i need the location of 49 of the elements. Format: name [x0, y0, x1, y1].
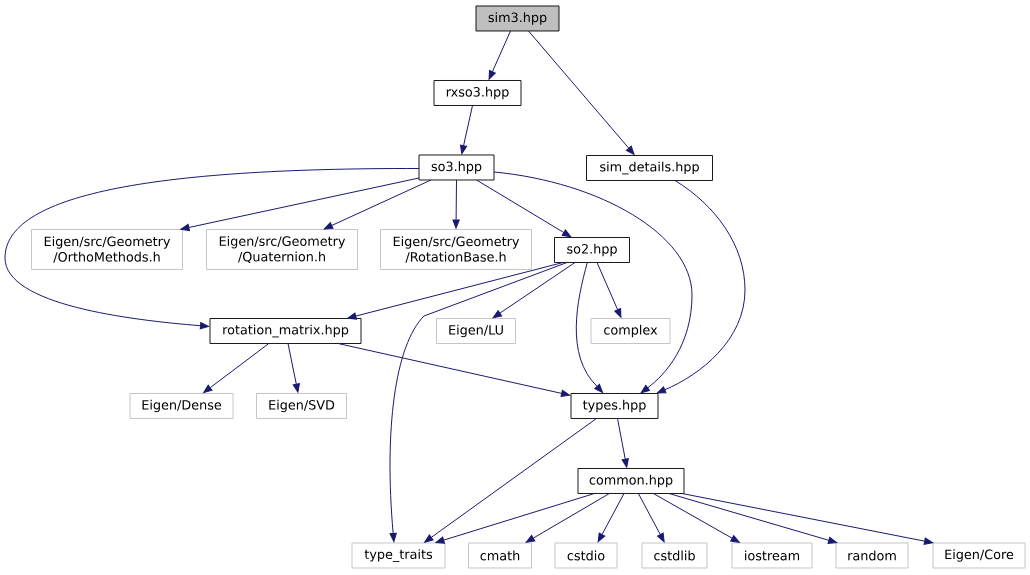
arrow	[452, 179, 460, 229]
arrow	[4, 168, 420, 330]
file-box: type_traits	[351, 542, 446, 569]
file-box: Eigen/src/Geometry /Quaternion.h	[206, 229, 358, 270]
arrow	[435, 493, 595, 544]
file-box: Eigen/src/Geometry /RotationBase.h	[380, 229, 532, 270]
file-box: sim3.hpp	[475, 5, 560, 32]
arrow	[180, 177, 420, 232]
file-box: iostream	[731, 542, 813, 569]
arrow	[493, 171, 693, 394]
file-box: Eigen/SVD	[256, 393, 347, 419]
arrow	[525, 493, 610, 543]
file-box: complex	[590, 318, 671, 344]
arrow	[337, 343, 571, 397]
arrow	[347, 262, 564, 320]
file-box: so3.hpp	[418, 154, 495, 181]
file-box: Eigen/src/Geometry /OrthoMethods.h	[31, 229, 183, 270]
file-box: cmath	[468, 542, 532, 569]
arrow	[596, 262, 622, 318]
arrow	[424, 418, 597, 543]
file-box: Eigen/Core	[932, 542, 1026, 569]
arrow	[492, 262, 576, 319]
arrow	[681, 493, 934, 545]
file-box: rotation_matrix.hpp	[209, 318, 362, 344]
arrow	[597, 493, 625, 543]
arrow	[460, 105, 473, 155]
file-box: random	[835, 542, 909, 569]
arrow	[656, 180, 746, 394]
arrow	[476, 179, 572, 238]
arrow	[323, 179, 432, 230]
file-box: cstdio	[554, 542, 618, 569]
arrow	[287, 343, 300, 393]
arrow	[389, 262, 568, 543]
arrow	[652, 493, 740, 543]
file-box: common.hpp	[577, 468, 685, 494]
arrow	[575, 262, 604, 393]
file-box: Eigen/Dense	[129, 393, 234, 419]
arrow	[203, 343, 270, 394]
arrow	[637, 493, 665, 543]
arrow	[528, 30, 635, 155]
file-box: so2.hpp	[554, 237, 630, 263]
file-box: sim_details.hpp	[586, 155, 713, 181]
file-box: cstdlib	[641, 542, 708, 569]
file-box: rxso3.hpp	[433, 80, 522, 106]
arrow	[488, 30, 511, 80]
arrow	[668, 493, 838, 544]
arrow	[617, 418, 629, 468]
file-box: types.hpp	[570, 393, 659, 419]
file-box: Eigen/LU	[436, 318, 516, 344]
